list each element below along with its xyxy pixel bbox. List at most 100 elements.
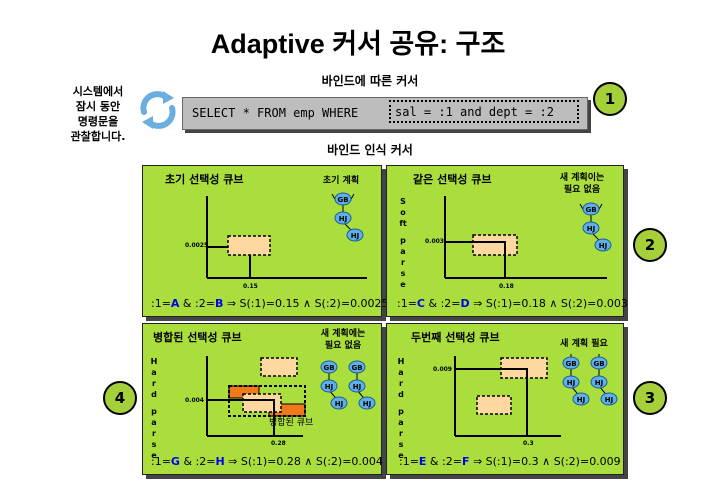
cycle-arrows-icon <box>140 91 176 129</box>
hard-parse-label: Hard parse <box>397 356 405 461</box>
selectivity-cube <box>242 393 282 413</box>
plan-tree-icon: GB HJ HJ <box>320 360 348 410</box>
selectivity-1: 0.28 <box>276 455 301 468</box>
x-tick: 0.28 <box>271 440 286 447</box>
x-tick: 0.15 <box>243 283 258 290</box>
tree-node-hj: HJ <box>567 379 575 387</box>
y-tick: 0.0025 <box>185 242 209 249</box>
tree-node-hj: HJ <box>335 400 343 408</box>
soft-parse-label: Soft parse <box>399 196 407 290</box>
panel-title: 두번째 선택성 큐브 <box>411 331 500 344</box>
merged-cube-label: 병합된 큐브 <box>269 418 314 428</box>
observation-note-line: 명령문을 <box>77 115 119 128</box>
plan-note: 새 계획이는 필요 없음 <box>547 172 617 196</box>
plan-note: 새 계획에는 필요 없음 <box>309 328 377 352</box>
tree-node-gb: GB <box>593 360 604 368</box>
selectivity-1: 0.18 <box>521 297 546 310</box>
side-label-word: parse <box>151 407 157 460</box>
selectivity-formula: :1=A & :2=B ⇒ S(:1)=0.15 ∧ S(:2)=0.0025 <box>151 297 389 310</box>
plan-note: 초기 계획 <box>322 176 360 186</box>
selectivity-2: 0.009 <box>589 455 621 468</box>
bind-value-2: F <box>461 455 470 468</box>
plan-tree-icon: GB HJ HJ <box>579 202 612 252</box>
panel-title: 초기 선택성 큐브 <box>165 173 244 186</box>
observation-note-line: 시스템에서 <box>72 85 124 98</box>
selectivity-formula: :1=C & :2=D ⇒ S(:1)=0.18 ∧ S(:2)=0.003 <box>397 297 628 310</box>
selectivity-plot <box>206 356 306 437</box>
sql-statement-bar: SELECT * FROM emp WHERE sal = :1 and dep… <box>182 97 588 130</box>
side-label-word: parse <box>400 236 406 289</box>
panel-title: 병합된 선택성 큐브 <box>153 331 242 344</box>
plan-tree-icon: GB HJ HJ <box>590 354 618 406</box>
panel-initial-selectivity-cube: 초기 선택성 큐브 초기 계획 0.0025 0.15 GB HJ HJ :1=… <box>142 165 389 317</box>
plan-note-line: 필요 없음 <box>324 341 362 351</box>
tree-node-gb: GB <box>351 364 362 372</box>
bind-value-1: A <box>170 297 180 310</box>
tree-node-gb: GB <box>565 360 576 368</box>
plan-tree-icons: GB HJ HJ GB HJ HJ <box>320 360 376 410</box>
y-tick: 0.003 <box>425 238 444 245</box>
panel-same-selectivity-cube: 같은 선택성 큐브 새 계획이는 필요 없음 Soft parse 0.003 … <box>386 165 628 317</box>
bind-aware-cursor-heading: 바인드 인식 커서 <box>327 143 413 157</box>
tree-node-gb: GB <box>323 364 334 372</box>
selectivity-cube <box>260 357 298 377</box>
plan-tree-icon: GB HJ HJ <box>331 192 364 242</box>
bind-value-2: H <box>215 455 225 468</box>
y-tick: 0.004 <box>185 397 204 404</box>
tree-node-gb: GB <box>585 206 596 214</box>
sql-bind-clause: sal = :1 and dept = :2 <box>395 105 554 119</box>
bind-value-2: B <box>214 297 224 310</box>
selectivity-plot <box>444 196 607 279</box>
plan-note-line: 필요 없음 <box>563 185 601 195</box>
side-label-word: parse <box>398 407 404 460</box>
bind-based-cursor-heading: 바인드에 따른 커서 <box>321 74 419 88</box>
selectivity-2: 0.004 <box>351 455 383 468</box>
sql-bind-clause-box: sal = :1 and dept = :2 <box>389 100 579 123</box>
step-3-badge: 3 <box>633 381 667 415</box>
side-label-word: Soft <box>399 197 407 228</box>
x-tick: 0.18 <box>499 283 514 290</box>
plan-tree-icons: GB HJ HJ GB HJ HJ <box>562 354 618 406</box>
selectivity-formula: :1=G & :2=H ⇒ S(:1)=0.28 ∧ S(:2)=0.004 <box>151 455 383 468</box>
y-tick: 0.009 <box>433 366 452 373</box>
tree-node-hj: HJ <box>577 396 585 404</box>
bind-value-2: D <box>460 297 470 310</box>
selectivity-2: 0.0025 <box>350 297 389 310</box>
panel-merged-selectivity-cube: 병합된 선택성 큐브 새 계획에는 필요 없음 Hard parse 0.004… <box>142 323 383 475</box>
selectivity-cube <box>476 395 512 415</box>
plan-note: 새 계획 필요 <box>560 339 608 349</box>
tree-node-hj: HJ <box>339 215 347 223</box>
selectivity-plot <box>454 356 561 437</box>
selectivity-1: 0.3 <box>521 455 539 468</box>
selectivity-cube <box>227 235 271 256</box>
tree-node-hj: HJ <box>325 383 333 391</box>
plan-tree-icon: GB HJ HJ <box>562 354 590 406</box>
tree-node-hj: HJ <box>363 400 371 408</box>
panel-second-selectivity-cube: 두번째 선택성 큐브 새 계획 필요 Hard parse 0.009 0.3 … <box>386 323 624 475</box>
bind-value-1: C <box>416 297 425 310</box>
side-label-word: Hard <box>397 357 405 399</box>
tree-node-hj: HJ <box>605 396 613 404</box>
selectivity-formula: :1=E & :2=F ⇒ S(:1)=0.3 ∧ S(:2)=0.009 <box>399 455 621 468</box>
plan-tree-icon: GB HJ HJ <box>348 360 376 410</box>
tree-node-gb: GB <box>337 196 348 204</box>
selectivity-1: 0.15 <box>275 297 300 310</box>
step-2-badge: 2 <box>633 228 667 262</box>
tree-node-hj: HJ <box>599 242 607 250</box>
selectivity-cube <box>472 234 518 256</box>
bind-value-1: E <box>418 455 427 468</box>
selectivity-plot <box>206 196 367 279</box>
observation-note: 시스템에서 잠시 동안 명령문을 관찰합니다. <box>48 84 148 144</box>
sql-prefix: SELECT * FROM emp WHERE <box>192 106 359 120</box>
page-title: Adaptive 커서 공유: 구조 <box>210 29 506 59</box>
observation-note-line: 관찰합니다. <box>70 130 126 143</box>
selectivity-2: 0.003 <box>596 297 628 310</box>
plan-note-line: 새 계획이는 <box>559 173 605 183</box>
plan-note-line: 새 계획에는 <box>320 329 366 339</box>
step-4-badge: 4 <box>103 381 137 415</box>
tree-node-hj: HJ <box>351 232 359 240</box>
tree-node-hj: HJ <box>595 379 603 387</box>
panel-title: 같은 선택성 큐브 <box>413 173 492 186</box>
tree-node-hj: HJ <box>353 383 361 391</box>
tree-node-hj: HJ <box>587 225 595 233</box>
